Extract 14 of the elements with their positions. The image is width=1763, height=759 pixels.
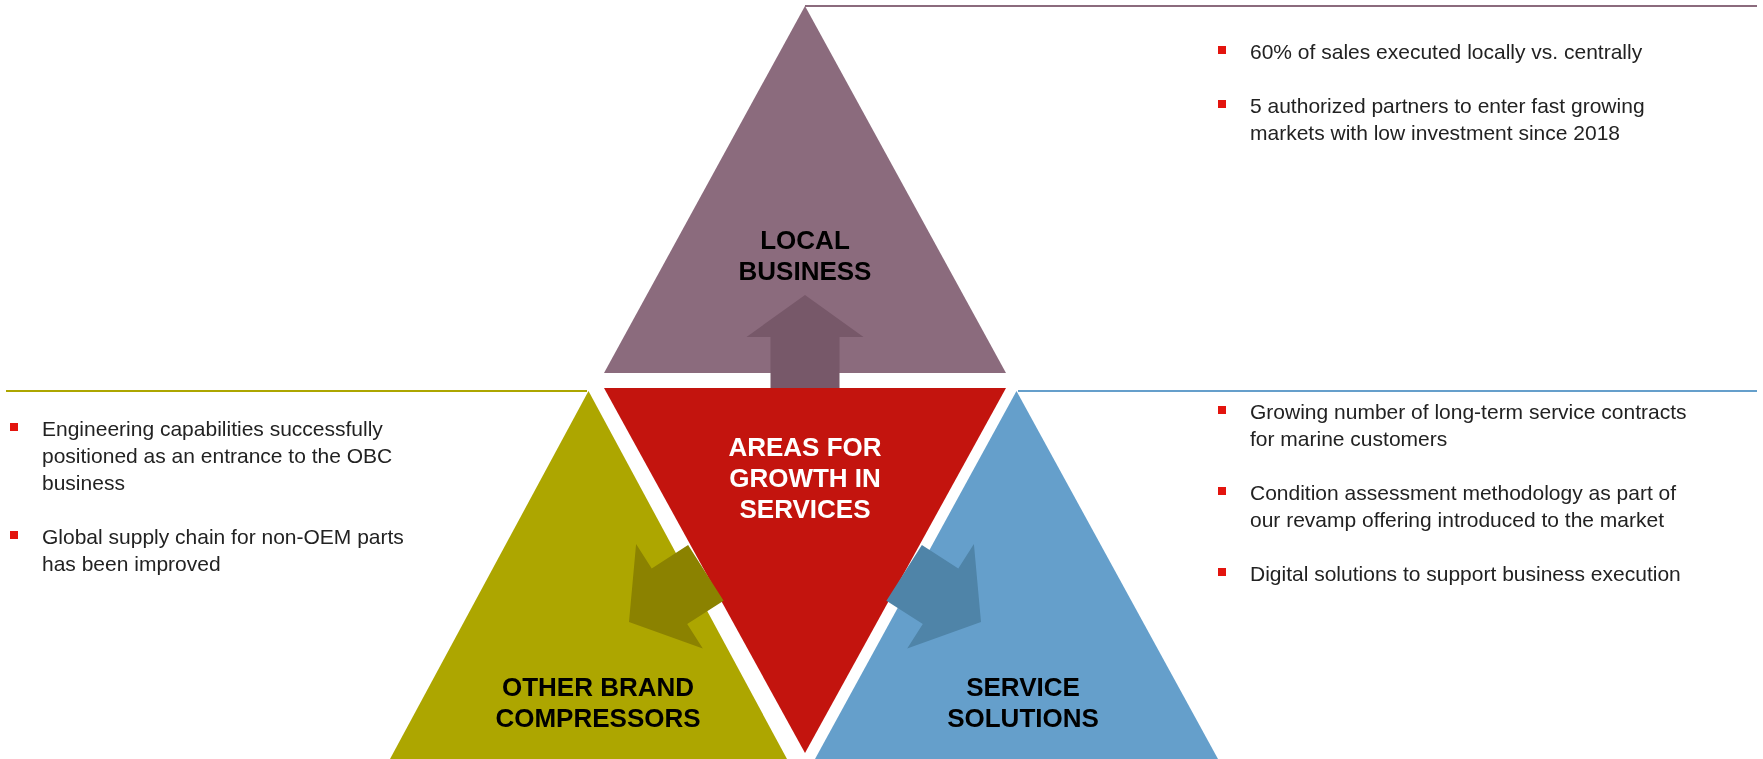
bullet-text: Digital solutions to support business execution <box>1250 562 1681 585</box>
bullet-text: 5 authorized partners to enter fast growing markets with low investment since 2018 <box>1250 94 1645 144</box>
segment-title: LOCAL BUSINESS <box>737 225 873 287</box>
segment-title: OTHER BRAND COMPRESSORS <box>494 672 702 734</box>
block-arrow <box>886 543 981 649</box>
bullet-text: Global supply chain for non-OEM parts has been improved <box>42 525 404 575</box>
block-arrow <box>746 295 864 388</box>
segment-title: AREAS FOR GROWTH IN SERVICES <box>727 431 883 525</box>
block-arrow <box>629 543 724 649</box>
bullet-text: Growing number of long-term service contracts for marine customers <box>1250 400 1687 450</box>
bullet-text: 60% of sales executed locally vs. centrally <box>1250 40 1643 63</box>
bullet-text: Condition assessment methodology as part of our revamp offering introduced to the market <box>1250 481 1677 531</box>
segment-title: SERVICE SOLUTIONS <box>946 672 1100 734</box>
bullet-text: Engineering capabilities successfully positioned as an entrance to the OBC business <box>42 417 393 494</box>
